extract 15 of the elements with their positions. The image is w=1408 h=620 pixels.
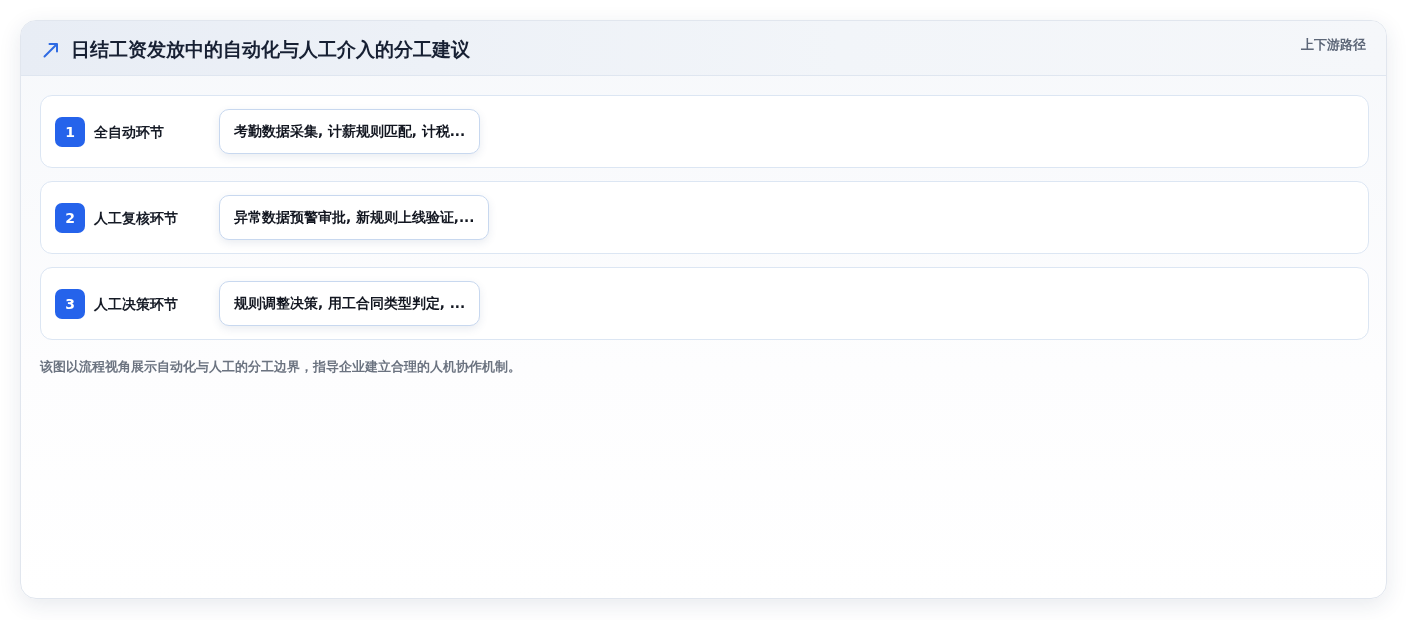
task-tag: 规则调整决策, 用工合同类型判定, ...	[219, 281, 481, 326]
step-label: 全自动环节	[94, 123, 164, 142]
step-row	[40, 181, 1369, 254]
step-number-badge: 2	[55, 203, 85, 233]
header-note: 上下游路径	[1301, 36, 1366, 54]
title: 日结工资发放中的自动化与人工介入的分工建议	[71, 37, 470, 61]
task-tag: 考勤数据采集, 计薪规则匹配, 计税...	[219, 109, 481, 154]
step-label: 人工决策环节	[94, 295, 178, 314]
step-label: 人工复核环节	[94, 209, 178, 228]
step-row	[40, 267, 1369, 340]
step-number-badge: 1	[55, 117, 85, 147]
task-tag: 异常数据预警审批, 新规则上线验证,...	[219, 195, 490, 240]
step-number-badge: 3	[55, 289, 85, 319]
caption: 该图以流程视角展示自动化与人工的分工边界，指导企业建立合理的人机协作机制。	[40, 358, 521, 376]
step-row	[40, 95, 1369, 168]
